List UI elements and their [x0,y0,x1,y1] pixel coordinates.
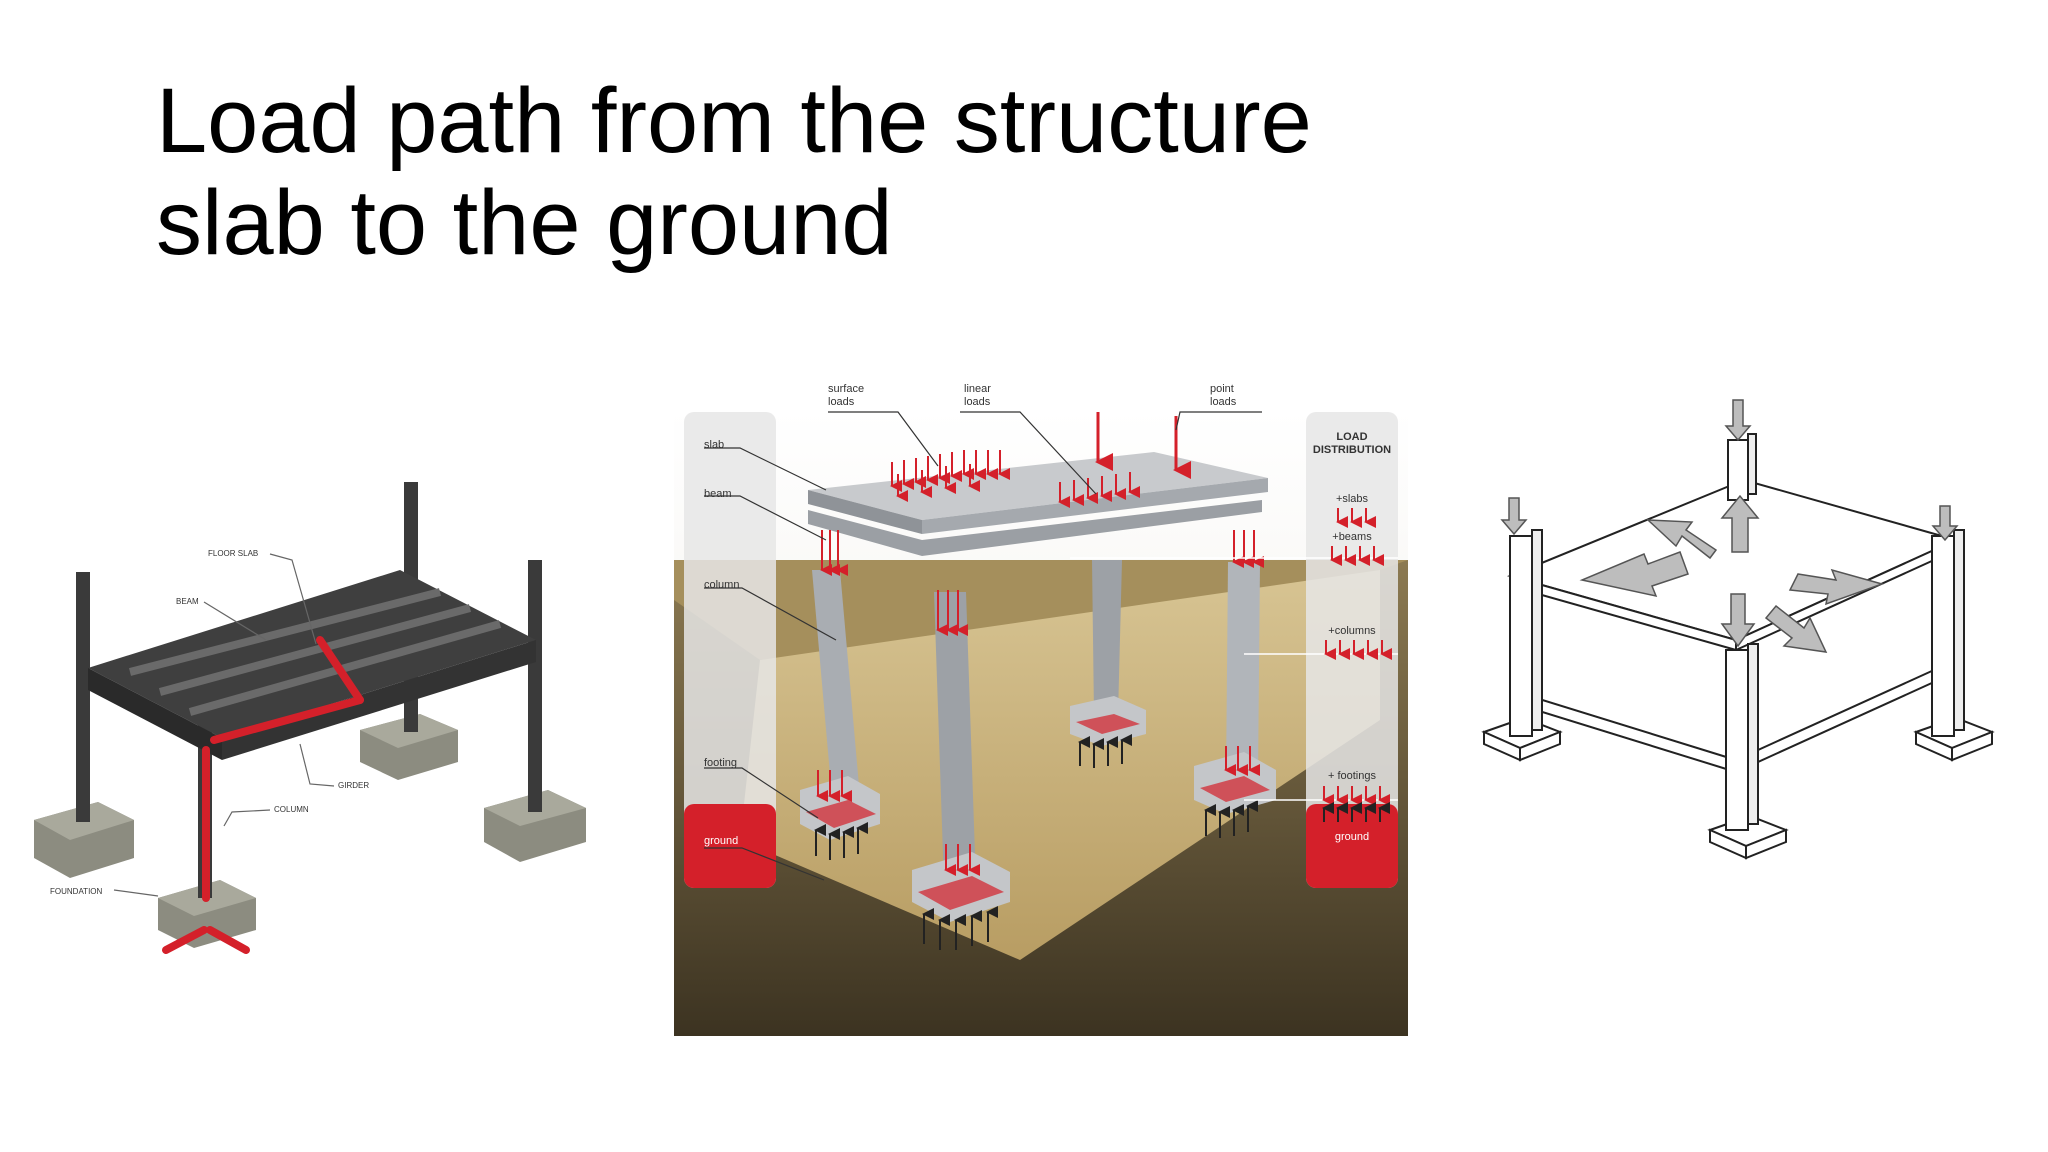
label-plus-slabs: +slabs [1336,493,1369,505]
label-footing: footing [704,757,737,769]
point-load-arrows [1095,412,1191,479]
label-girder: GIRDER [338,781,369,790]
label-plus-columns: +columns [1328,625,1376,637]
label-slab: slab [704,439,724,451]
concrete-slab [808,452,1268,520]
title-line-1: Load path from the structure [156,70,1312,172]
right-arrow-icon [1788,568,1885,606]
label-column: column [704,579,739,591]
left-arrow-icon [1579,551,1689,598]
concrete-beam [808,500,1262,556]
ground-swatch-right [1306,804,1398,888]
slab-beams [129,588,502,716]
concrete-column [1226,562,1260,778]
sand-floor [740,560,1380,960]
steel-column [528,560,542,812]
label-linear-loads: linear loads [964,383,994,408]
frame-column [1931,529,1965,737]
label-surface-loads-text: surface [828,383,864,395]
label-beam: BEAM [176,597,199,606]
label-floor-slab: FLOOR SLAB [208,549,258,558]
label-ground: ground [704,835,738,847]
label-surface-loads: surface loads [828,383,867,408]
concrete-column [934,592,976,884]
left-label-panel [684,412,776,888]
up-arrow-icon [1720,494,1760,553]
downright-arrow-icon [1764,604,1828,653]
label-beam: beam [704,488,732,500]
linear-load-arrows [1058,472,1140,508]
ground-swatch [684,804,776,888]
slide-title: Load path from the structure slab to the… [156,70,1312,274]
label-point-loads: point loads [1210,383,1237,408]
load-path-arrows [162,636,364,954]
load-arrows [1500,399,1959,653]
surface-load-arrows [890,450,1010,502]
steel-column [76,572,90,822]
concrete-column [1092,560,1122,716]
two-storey-frame-diagram [1481,399,1995,860]
ground-reaction-arrows [814,734,1258,950]
frame-column [1725,643,1759,831]
concrete-column [812,570,862,820]
beam-load-arrows [816,530,1264,876]
concrete-frame-diagram: surface loads linear loads point loads s… [674,383,1408,1036]
upleft-arrow-icon [1645,519,1718,560]
load-distribution-title-2: DISTRIBUTION [1313,444,1391,456]
label-foundation: FOUNDATION [50,887,103,896]
label-right-ground: ground [1335,831,1369,843]
frame-column [1509,529,1543,737]
frame-column [1727,433,1757,501]
label-column: COLUMN [274,805,309,814]
load-distribution-title-1: LOAD [1336,431,1367,443]
label-plus-beams: +beams [1332,531,1372,543]
steel-frame-diagram: FLOOR SLAB BEAM GIRDER COLUMN FOUNDATION [34,482,586,954]
label-plus-footings: + footings [1328,770,1377,782]
title-line-2: slab to the ground [156,172,893,274]
distribution-arrows [1322,508,1392,806]
